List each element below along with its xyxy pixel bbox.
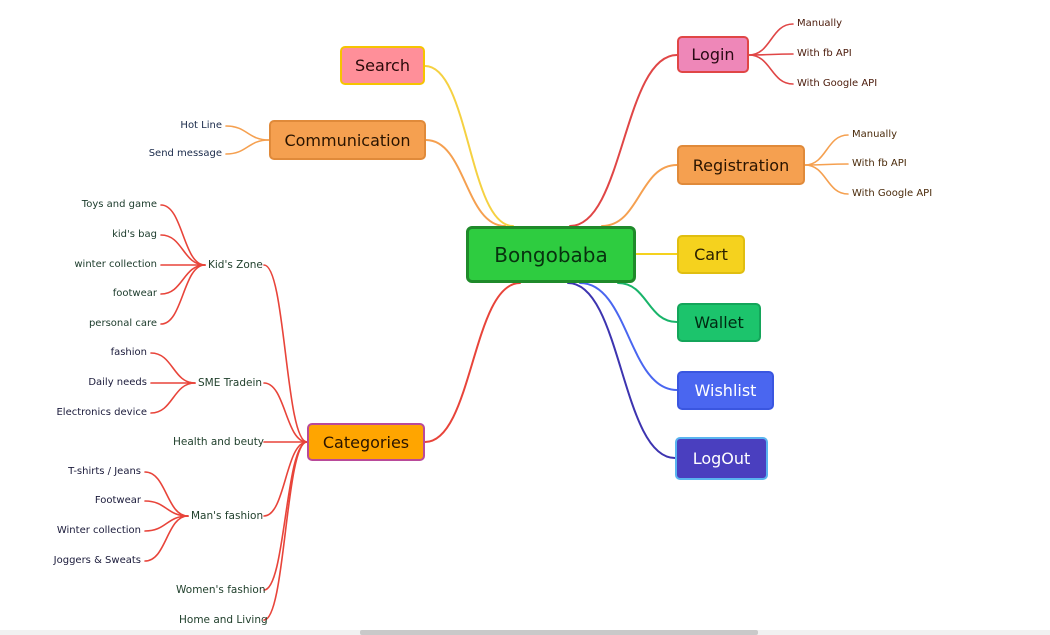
link-categories-mans (263, 441, 308, 517)
registration-leaf[interactable]: With fb API (852, 158, 907, 169)
communication-leaf[interactable]: Send message (148, 148, 222, 159)
registration-leaf[interactable]: With Google API (852, 188, 933, 199)
link-mans-leaf (144, 515, 189, 562)
search-node[interactable]: Search (340, 46, 425, 85)
link-communication-leaf (225, 139, 270, 155)
kids-zone-leaf[interactable]: winter collection (74, 259, 157, 270)
kids-zone-leaf[interactable]: personal care (88, 318, 157, 329)
root-node-bongobaba[interactable]: Bongobaba (466, 226, 636, 283)
link-kids-leaf (160, 234, 206, 266)
category-home-living[interactable]: Home and Living (179, 614, 268, 626)
login-leaf[interactable]: Manually (797, 18, 843, 29)
logout-node[interactable]: LogOut (675, 437, 768, 480)
wishlist-node[interactable]: Wishlist (677, 371, 774, 410)
link-registration-leaf (804, 164, 849, 195)
mans-fashion-leaf[interactable]: Winter collection (56, 525, 141, 536)
login-label: Login (691, 45, 735, 64)
link-root-login (569, 54, 678, 227)
sme-leaf[interactable]: fashion (110, 347, 147, 358)
root-label: Bongobaba (494, 242, 608, 267)
mans-fashion-leaf[interactable]: Joggers & Sweats (53, 555, 141, 566)
login-leaf[interactable]: With Google API (797, 78, 878, 89)
link-root-wallet (617, 282, 678, 323)
link-root-registration (601, 164, 678, 227)
communication-node[interactable]: Communication (269, 120, 426, 160)
kids-zone-leaf[interactable]: Toys and game (81, 199, 157, 210)
link-categories-home (263, 441, 308, 621)
link-root-communication (425, 139, 506, 227)
kids-zone-leaf[interactable]: kid's bag (112, 229, 157, 240)
link-root-categories (424, 282, 521, 443)
category-health-beauty[interactable]: Health and beuty (173, 436, 265, 448)
link-registration-leaf (804, 134, 849, 166)
category-mans-fashion[interactable]: Man's fashion (191, 510, 264, 522)
categories-label: Categories (322, 432, 410, 452)
logout-label: LogOut (692, 449, 751, 468)
cart-label: Cart (694, 245, 728, 264)
category-womens-fashion[interactable]: Women's fashion (176, 584, 266, 596)
cart-node[interactable]: Cart (677, 235, 745, 274)
login-node[interactable]: Login (677, 36, 749, 73)
mans-fashion-leaf[interactable]: Footwear (94, 495, 141, 506)
mans-fashion-leaf[interactable]: T-shirts / Jeans (68, 466, 141, 477)
link-login-leaf (748, 54, 794, 85)
link-categories-kids (263, 264, 308, 443)
link-root-wishlist (579, 282, 678, 391)
link-login-leaf (748, 23, 794, 56)
wallet-node[interactable]: Wallet (677, 303, 761, 342)
registration-node[interactable]: Registration (677, 145, 805, 185)
link-categories-womens (263, 441, 308, 591)
link-categories-sme (263, 382, 308, 443)
category-kids-zone[interactable]: Kid's Zone (208, 259, 263, 271)
wallet-label: Wallet (694, 313, 744, 332)
sme-leaf[interactable]: Daily needs (88, 377, 147, 388)
login-leaf[interactable]: With fb API (797, 48, 852, 59)
link-kids-leaf (160, 204, 206, 266)
link-sme-leaf (150, 382, 196, 414)
category-sme-tradein[interactable]: SME Tradein (198, 377, 263, 389)
kids-zone-leaf[interactable]: footwear (112, 288, 157, 299)
communication-label: Communication (284, 130, 411, 150)
scrollbar-thumb[interactable] (360, 630, 758, 635)
sme-leaf[interactable]: Electronics device (56, 407, 147, 418)
link-communication-leaf (225, 125, 270, 141)
registration-label: Registration (692, 155, 790, 175)
registration-leaf[interactable]: Manually (852, 129, 898, 140)
link-root-logout (567, 282, 676, 459)
categories-node[interactable]: Categories (307, 423, 425, 461)
wishlist-label: Wishlist (694, 381, 757, 400)
link-root-search (424, 65, 514, 227)
link-kids-leaf (160, 264, 206, 325)
communication-leaf[interactable]: Hot Line (180, 120, 222, 131)
link-kids-leaf (160, 264, 206, 295)
search-label: Search (355, 56, 410, 75)
link-sme-leaf (150, 352, 196, 384)
horizontal-scrollbar[interactable] (0, 630, 1050, 635)
